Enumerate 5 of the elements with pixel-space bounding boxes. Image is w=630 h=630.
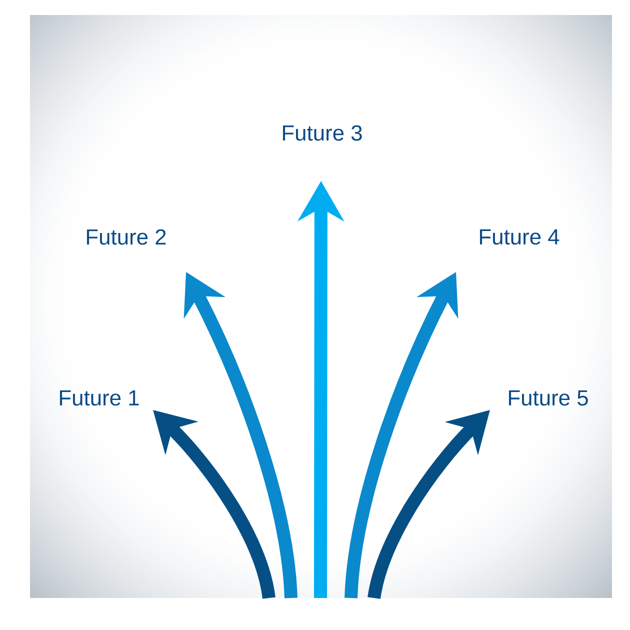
arrow-label: Future 4 (480, 229, 560, 245)
arrow-label: Future 2 (86, 229, 166, 245)
arrow-label: Future 5 (509, 390, 588, 406)
arrow-label: Future 3 (283, 125, 362, 141)
arrow-label: Future 1 (60, 390, 139, 406)
